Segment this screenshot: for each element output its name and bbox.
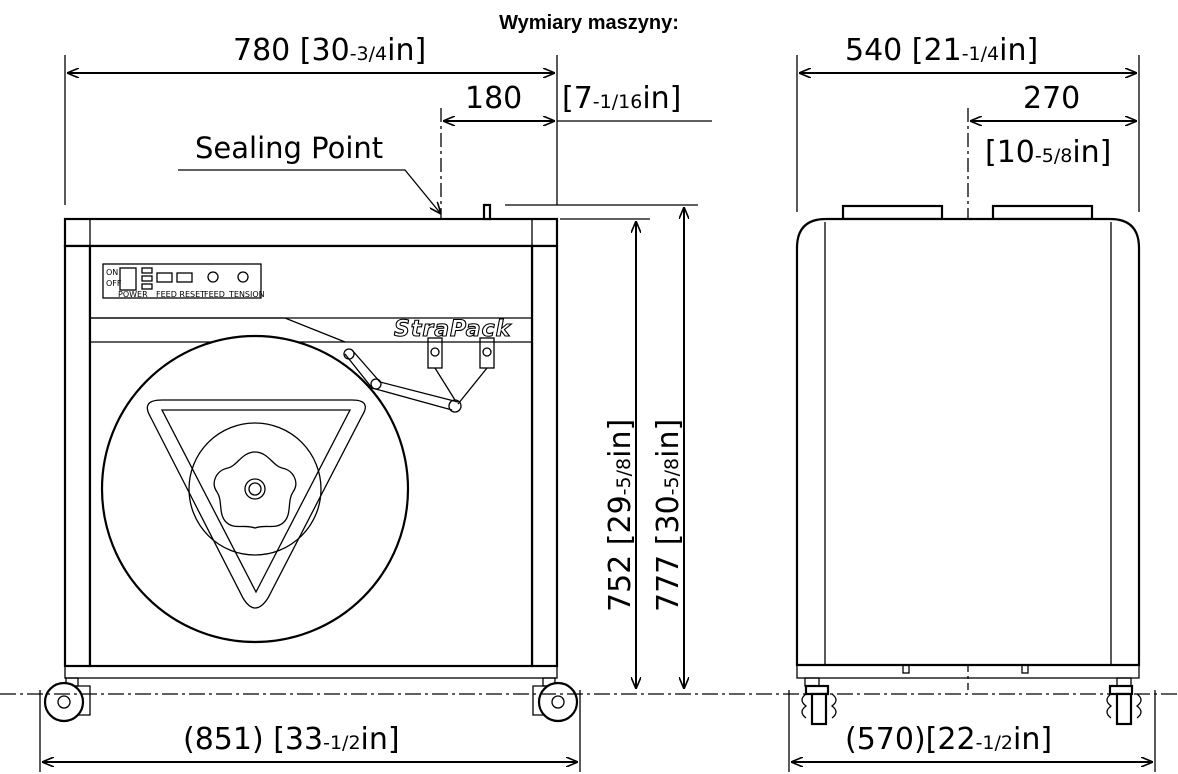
side-base-rail — [796, 664, 1140, 679]
feed-knob[interactable] — [207, 271, 219, 283]
left-leg — [63, 244, 92, 668]
feed-reset-button-2[interactable] — [176, 272, 193, 283]
reel-hub — [188, 422, 322, 556]
svg-text:OFF: OFF — [106, 279, 122, 288]
svg-text:FEED RESET: FEED RESET — [156, 290, 205, 299]
svg-text:FEED: FEED — [204, 290, 225, 299]
side-caster-left — [801, 677, 837, 726]
control-panel — [102, 263, 262, 299]
strap-guide — [482, 203, 492, 221]
offset-dim-inch: [7-1/16in] — [562, 81, 681, 116]
width-dim-label: 780 [30-3/4in] — [233, 33, 426, 68]
tension-knob[interactable] — [237, 271, 249, 283]
total-height-label: 777 [30-5/8in] — [651, 419, 686, 612]
table-height-label: 752 [29-5/8in] — [603, 419, 638, 612]
svg-text:TENSION: TENSION — [228, 290, 265, 299]
base-rail — [64, 665, 558, 679]
side-caster-right — [1106, 677, 1142, 726]
left-caster — [43, 677, 91, 723]
drawing-title: Wymiary maszyny: — [499, 12, 679, 34]
svg-text:ON: ON — [106, 268, 118, 277]
side-lid-left — [841, 204, 944, 221]
sealing-point-label: Sealing Point — [195, 131, 383, 165]
side-width-label: 540 [21-1/4in] — [845, 33, 1038, 68]
side-overall-width-label: (570)[22-1/2in] — [845, 722, 1052, 757]
feed-reset-button-1[interactable] — [156, 272, 173, 283]
side-view: 540 [21-1/4in] 270 [10-5/8in] — [788, 33, 1156, 772]
front-view: 780 [30-3/4in] 180 [7-1/16in] Sealing Po… — [39, 33, 712, 772]
overall-width-label: (851) [33-1/2in] — [183, 722, 400, 757]
right-caster — [532, 677, 579, 723]
right-leg — [530, 244, 559, 668]
table-top — [63, 217, 559, 248]
side-half-inch: [10-5/8in] — [985, 135, 1111, 170]
power-switch[interactable] — [119, 267, 137, 291]
side-half-mm: 270 — [1023, 81, 1080, 116]
strap-reel — [100, 334, 410, 644]
offset-dim-mm: 180 — [465, 81, 522, 116]
svg-text:POWER: POWER — [118, 290, 148, 299]
reel-knob[interactable] — [213, 451, 297, 529]
sealing-point-leader — [178, 169, 441, 214]
tension-arm — [344, 353, 453, 411]
reel-triangle — [146, 399, 366, 609]
side-body — [795, 217, 1141, 667]
side-lid-right — [991, 204, 1094, 221]
